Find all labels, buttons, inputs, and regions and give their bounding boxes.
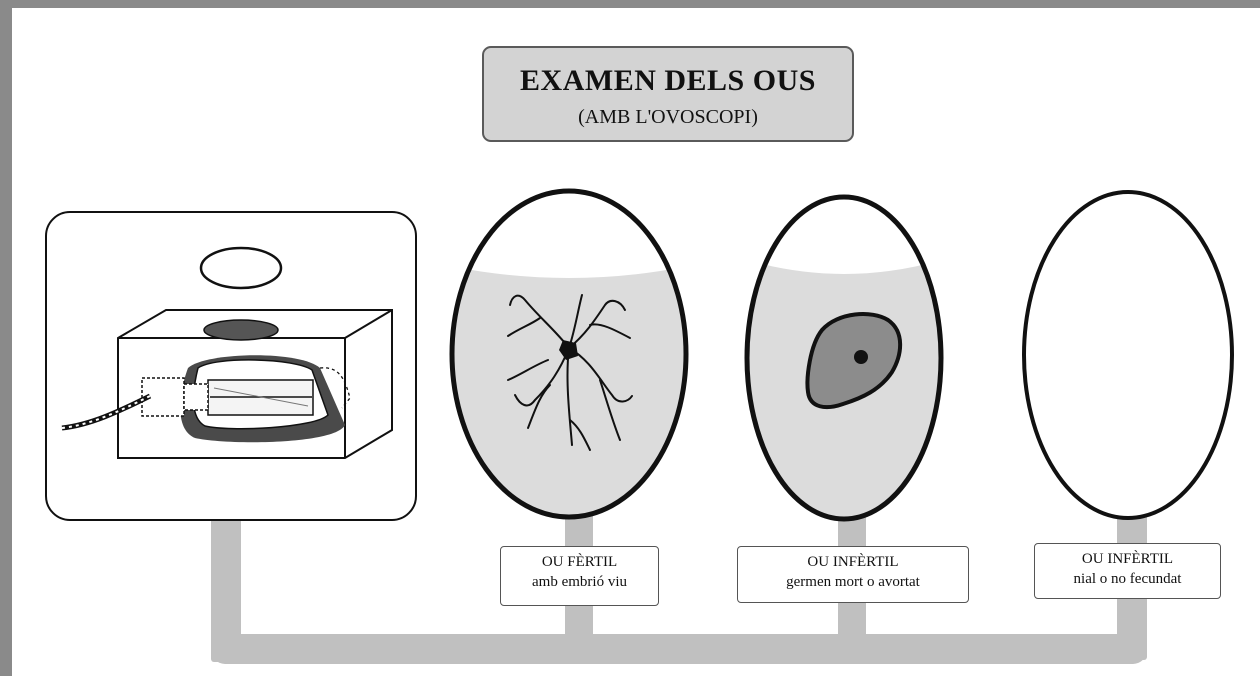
label-infertile-nonfertilized-line1: OU INFÈRTIL xyxy=(1081,551,1174,567)
label-infertile-dead: OU INFÈRTIL germen mort o avortat xyxy=(737,546,969,603)
label-infertile-nonfertilized: OU INFÈRTIL nial o no fecundat xyxy=(1034,543,1221,599)
embryo-spot xyxy=(559,340,578,360)
connector-pipes xyxy=(211,500,1147,664)
egg-infertile-not-fertilized xyxy=(1022,190,1234,520)
label-infertile-dead-line1: OU INFÈRTIL xyxy=(807,554,899,570)
label-fertile-line2: amb embrió viu xyxy=(532,574,627,590)
ovoscope-illustration xyxy=(45,211,417,521)
title-box: EXAMEN DELS OUS (AMB L'OVOSCOPI) xyxy=(482,46,854,142)
egg-fertile xyxy=(449,188,689,520)
label-fertile: OU FÈRTIL amb embrió viu xyxy=(500,546,659,606)
egg-on-ovoscope xyxy=(199,246,283,290)
page-subtitle: (AMB L'OVOSCOPI) xyxy=(578,106,758,128)
egg-infertile-dead-germ xyxy=(744,194,944,522)
viewing-hole xyxy=(203,319,279,341)
label-infertile-dead-line2: germen mort o avortat xyxy=(786,574,920,590)
page-title: EXAMEN DELS OUS xyxy=(520,64,816,97)
label-infertile-nonfertilized-line2: nial o no fecundat xyxy=(1073,571,1182,587)
embryo-veins xyxy=(507,294,633,451)
label-fertile-line1: OU FÈRTIL xyxy=(541,554,618,570)
dead-germ-blob xyxy=(805,312,903,410)
